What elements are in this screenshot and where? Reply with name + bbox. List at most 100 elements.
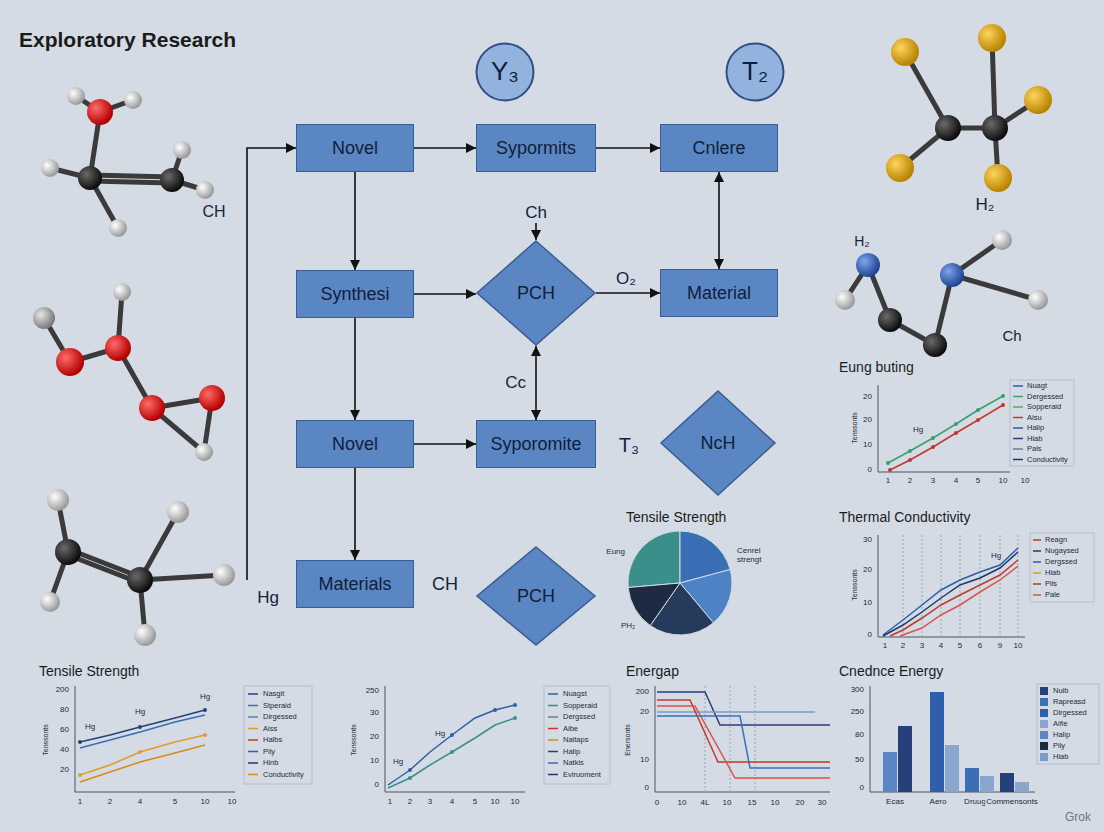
legend-entry: Sopperaid [562, 701, 598, 709]
process-box: Novel [296, 420, 414, 468]
chart-title: Eung buting [838, 360, 915, 375]
bar-chart-part [945, 745, 959, 792]
molecule-model-part [878, 308, 902, 332]
molecule-model-part [124, 91, 142, 109]
line-chart-part-part [408, 776, 412, 780]
axis-tick: 80 [854, 731, 865, 740]
molecule-model-part [856, 253, 880, 277]
legend-entry: Sopperaid [1026, 403, 1062, 411]
line-chart-part-part [931, 436, 935, 440]
molecule-model-part [940, 263, 964, 287]
molecule-model-part [109, 219, 127, 237]
legend-entry: Nugaysed [1044, 547, 1080, 555]
molecule-model-part [127, 567, 153, 593]
node-label: Syporomite [490, 434, 581, 455]
molecule-model-part [50, 96, 205, 228]
line-chart-part-part [138, 725, 142, 729]
legend-entry: Nuib [1052, 687, 1069, 695]
axis-tick: 20 [862, 393, 873, 402]
axis-tick: 60 [59, 726, 70, 735]
axis-tick: Commensonts [985, 798, 1039, 807]
line-chart-part [878, 385, 1010, 472]
step-chart-part [655, 686, 830, 792]
line-chart-part [408, 703, 517, 772]
axis-tick: 5 [172, 798, 178, 807]
bar-chart-part [1040, 753, 1048, 761]
legend-entry: Conductivity [1026, 455, 1069, 463]
flow-annotation: CH [431, 575, 459, 595]
molecule-model-part [87, 99, 113, 125]
series-label: Hg [134, 708, 146, 717]
axis-tick: 20 [862, 566, 873, 575]
line-chart-part-part [1033, 583, 1041, 585]
molecule-model-part [56, 348, 84, 376]
molecule-model-part [982, 115, 1008, 141]
axis-tick: 1 [77, 798, 83, 807]
molecule-model-part [886, 154, 914, 182]
line-chart-part-part [513, 703, 517, 707]
legend-entry: Aiss [262, 724, 278, 732]
line-chart-part [78, 708, 207, 744]
legend-entry: Halbs [262, 736, 283, 744]
diamond-outline [661, 391, 775, 495]
legend-entry: Conductivity [262, 770, 305, 778]
line-chart-part [900, 566, 1018, 636]
line-chart-part-part [1013, 385, 1023, 387]
molecule-model-part [134, 624, 156, 646]
line-chart-part [78, 733, 207, 777]
axis-tick: 10 [998, 477, 1009, 486]
molecule-model-part [139, 395, 165, 421]
series-label: Hg [84, 723, 96, 732]
step-chart-part [657, 692, 830, 725]
line-chart-part [75, 686, 235, 792]
pie-chart-part [628, 531, 680, 588]
legend-entry: Eviruoment [562, 770, 602, 778]
line-chart-part-part [1033, 539, 1041, 541]
axis-tick: 9 [997, 642, 1003, 651]
chart-title: Cnednce Energy [838, 664, 944, 679]
line-chart-part-part [931, 445, 935, 449]
line-chart-part-part [1013, 438, 1023, 440]
bar-chart-part [1040, 720, 1048, 728]
axis-tick: Aero [929, 798, 948, 807]
process-box: Sypormits [476, 124, 596, 172]
legend-entry: Pily [262, 747, 276, 755]
legend-entry: Hiab [1044, 569, 1061, 577]
line-chart-part [888, 403, 1005, 472]
line-chart-part-part [138, 750, 142, 754]
line-chart-part-part [548, 728, 558, 730]
axis-tick: 200 [635, 688, 650, 697]
legend-entry: Halip [1026, 424, 1045, 432]
line-chart-part-part [1013, 417, 1023, 419]
edge-label: O₂ [615, 270, 637, 289]
bar-chart-part [965, 768, 979, 792]
molecule-model [41, 87, 214, 237]
axis-tick: 40 [59, 746, 70, 755]
axis-tick: 10 [1013, 642, 1024, 651]
line-chart-part-part [248, 705, 258, 707]
line-chart-part-part [888, 468, 892, 472]
line-chart-part [544, 686, 610, 784]
axis-tick: 6 [977, 642, 983, 651]
axis-tick: 20 [59, 766, 70, 775]
line-chart-part-part [248, 751, 258, 753]
line-chart-part-part [1013, 396, 1023, 398]
molecule-model [886, 24, 1052, 192]
line-chart-part-part [493, 708, 497, 712]
bar-chart-part [1040, 709, 1048, 717]
line-chart-part [886, 394, 1005, 465]
axis-tick: 10 [510, 798, 521, 807]
line-chart-part [1033, 540, 1041, 595]
node-label: Novel [332, 434, 378, 455]
axis-tick: 10 [722, 799, 733, 808]
diamond-outline [477, 241, 595, 345]
connector-arrow [535, 346, 537, 420]
axis-tick: 4 [137, 798, 143, 807]
legend-entry: Dergssed [562, 713, 596, 721]
axis-tick: 10 [369, 757, 380, 766]
pie-chart-part [628, 583, 680, 626]
watermark: Grok [1064, 811, 1092, 824]
atom-label: Hg [256, 589, 280, 608]
process-box: Syporomite [476, 420, 596, 468]
node-label: Materials [318, 574, 391, 595]
